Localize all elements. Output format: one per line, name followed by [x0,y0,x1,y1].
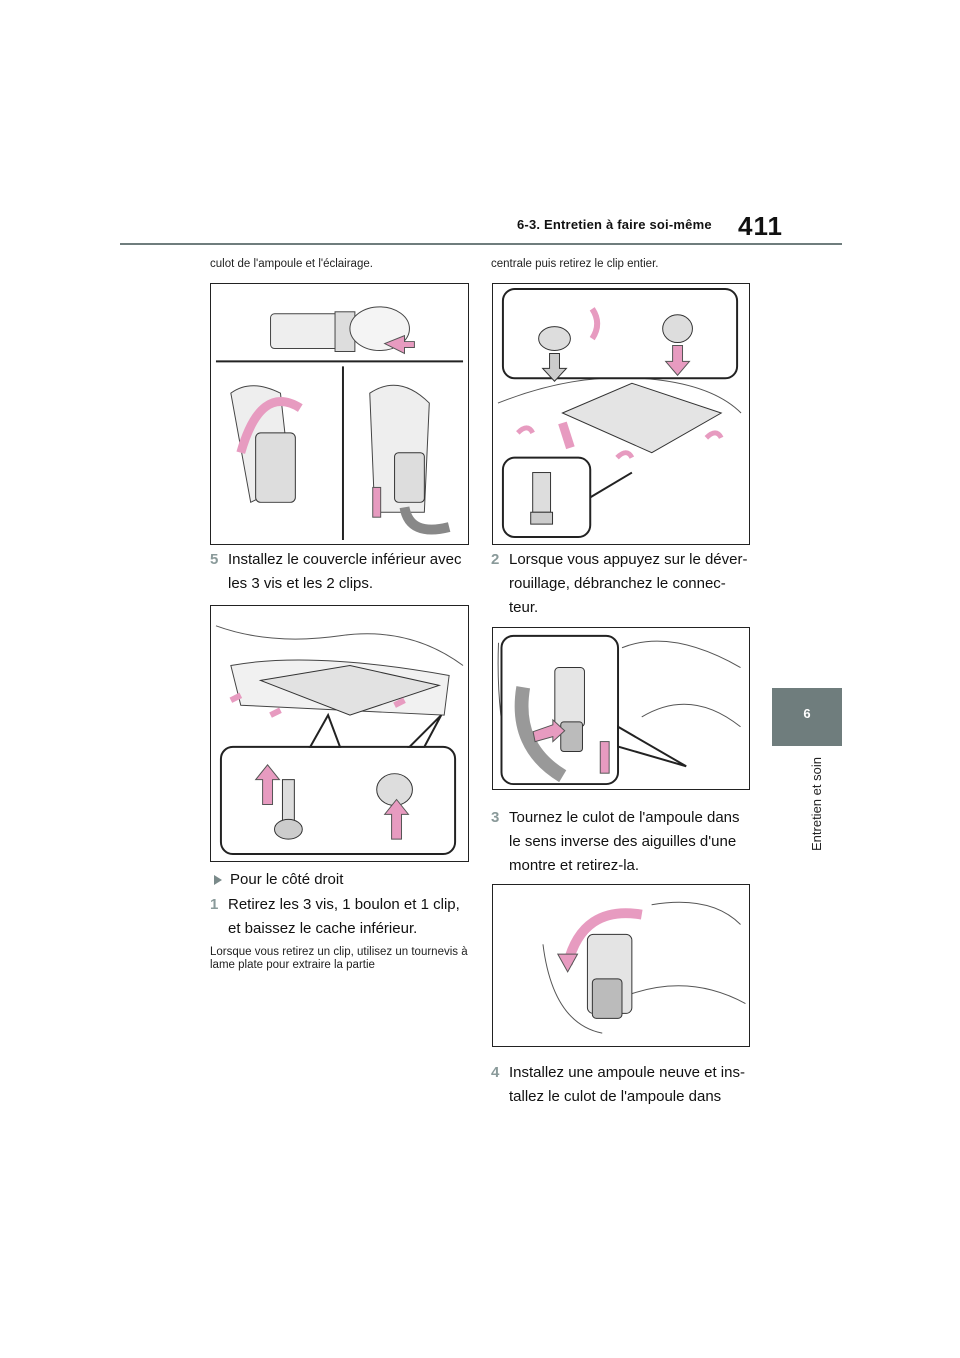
bullet-triangle-icon [214,875,222,886]
section-title: 6-3. Entretien à faire soi-même [517,217,712,232]
right-side-bullet: Pour le côté droit [214,870,474,890]
figure-bulb-socket-turn [492,884,750,1047]
socket-turn-illustration [542,901,746,1034]
under-cover-illustration [497,287,742,539]
step-1: 1 Retirez les 3 vis, 1 boulon et 1 clip,… [210,893,472,941]
bullet-text: Pour le côté droit [230,871,344,888]
chapter-label: Entretien et soin [809,757,824,851]
right-intro: centrale puis retirez le clip entier. [491,258,659,270]
left-note: Lorsque vous retirez un clip, utilisez u… [210,946,468,971]
step-number: 3 [491,809,500,826]
figure-under-cover-removal [492,283,750,545]
connector-illustration [497,634,741,786]
step-number: 5 [210,551,219,568]
step-number: 1 [210,896,219,913]
step-number: 4 [491,1064,500,1081]
header-rule [120,243,842,245]
figure-connector-disconnect [492,627,750,790]
lower-cover-illustration [215,625,464,856]
bulb-removal-illustration [215,306,464,541]
chapter-tab: 6 [772,688,842,746]
left-intro: culot de l'ampoule et l'éclairage. [210,258,373,270]
chapter-number: 6 [803,706,811,721]
step-text: Retirez les 3 vis, 1 boulon et 1 clip, e… [228,896,460,937]
figure-bulb-removal [210,283,469,545]
step-text: Installez le couvercle inférieur avec le… [228,551,462,592]
step-4: 4 Installez une ampoule neuve et ins-tal… [491,1061,753,1109]
page-number: 411 [738,211,783,241]
step-text: Tournez le culot de l'ampoule dans le se… [509,809,740,874]
step-text: Installez une ampoule neuve et ins-talle… [509,1064,745,1105]
step-5: 5 Installez le couvercle inférieur avec … [210,548,470,596]
step-2: 2 Lorsque vous appuyez sur le déver-roui… [491,548,753,620]
figure-lower-cover-install [210,605,469,862]
step-text: Lorsque vous appuyez sur le déver-rouill… [509,551,748,616]
step-3: 3 Tournez le culot de l'ampoule dans le … [491,806,753,878]
step-number: 2 [491,551,500,568]
